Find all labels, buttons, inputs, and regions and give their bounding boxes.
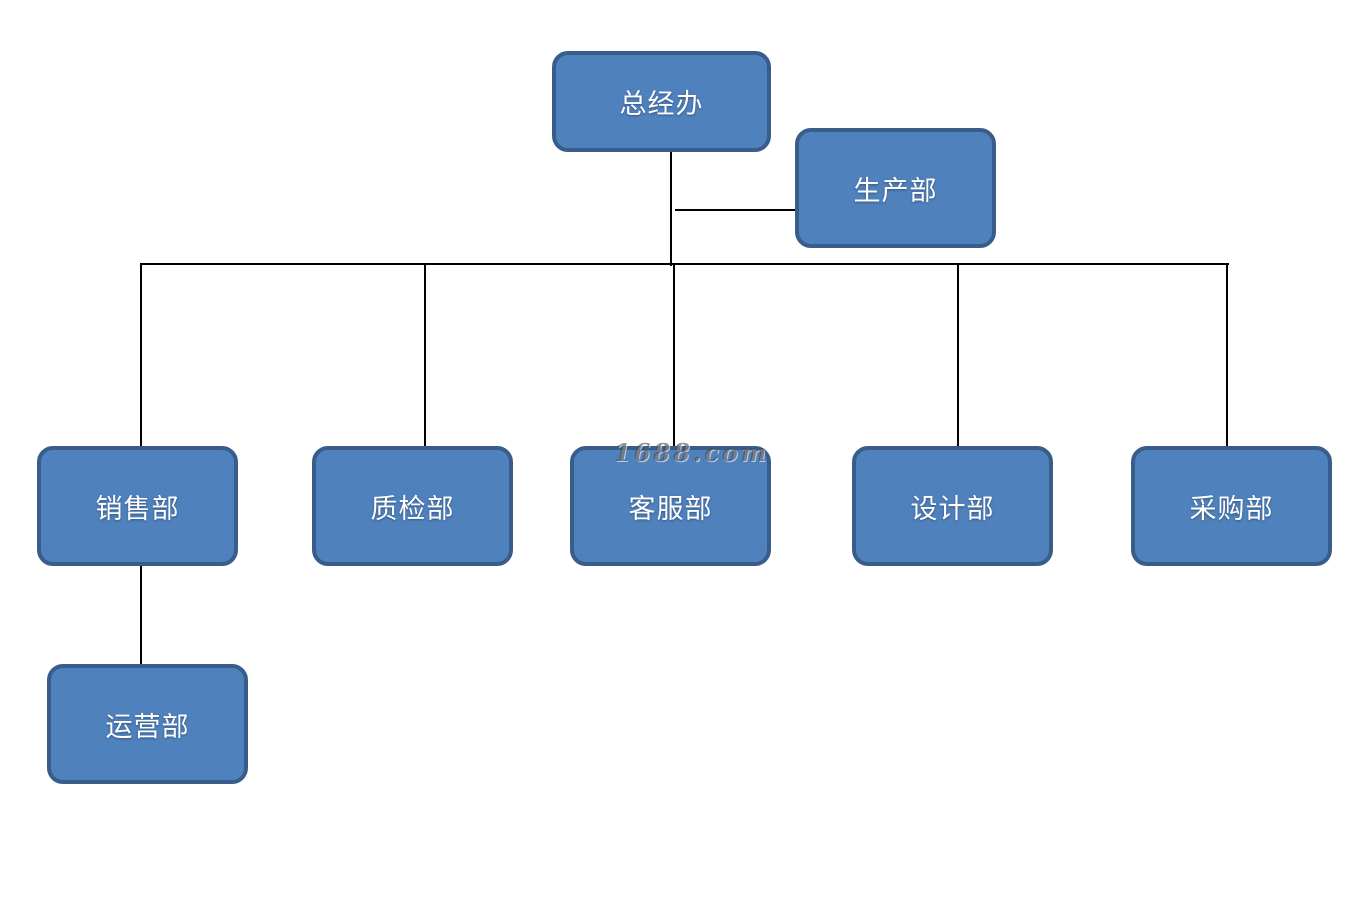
node-operations[interactable]: 运营部 (47, 664, 248, 784)
connector-assistant-branch (675, 209, 798, 211)
node-customer-service[interactable]: 客服部 (570, 446, 771, 566)
connector-drop-design (957, 263, 959, 449)
connector-sales-operations (140, 562, 142, 668)
node-quality-inspection[interactable]: 质检部 (312, 446, 513, 566)
connector-horizontal-bus (140, 263, 1229, 265)
node-sales[interactable]: 销售部 (37, 446, 238, 566)
node-design[interactable]: 设计部 (852, 446, 1053, 566)
connector-drop-purchase (1226, 263, 1228, 449)
connector-drop-quality (424, 263, 426, 449)
node-general-office[interactable]: 总经办 (552, 51, 771, 152)
connector-drop-service (673, 263, 675, 449)
connector-root-trunk (670, 149, 672, 266)
node-production[interactable]: 生产部 (795, 128, 996, 248)
node-purchasing[interactable]: 采购部 (1131, 446, 1332, 566)
connector-drop-sales (140, 263, 142, 449)
